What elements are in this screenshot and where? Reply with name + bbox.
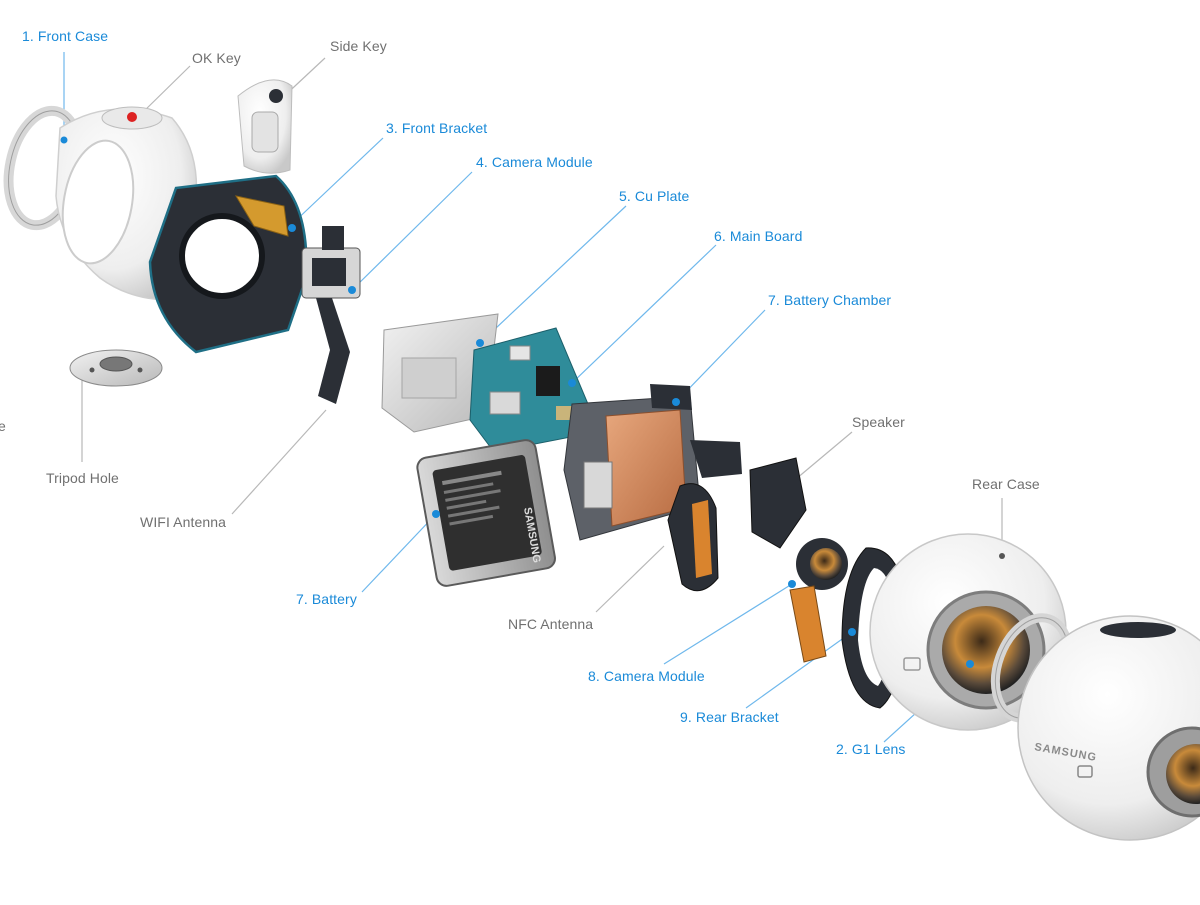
label-battery-chamber: 7. Battery Chamber	[768, 292, 892, 308]
assembled-camera: SAMSUNG	[1017, 615, 1200, 841]
g1-lens-marker	[966, 660, 974, 668]
camera-module-front-part	[301, 226, 361, 404]
camera-module-rear-part	[788, 538, 848, 663]
nfc-logo-icon	[1077, 765, 1093, 778]
battery-chamber-part	[563, 384, 701, 541]
label-tripod-hole: Tripod Hole	[46, 470, 119, 486]
label-cu-plate: 5. Cu Plate	[619, 188, 690, 204]
label-battery: 7. Battery	[296, 591, 357, 607]
front-bracket-part	[148, 174, 308, 354]
main-board-marker	[568, 379, 576, 387]
label-speaker: Speaker	[852, 414, 905, 430]
rear-bracket-marker	[848, 628, 856, 636]
leader-wifi-antenna	[231, 409, 327, 515]
label-side-key: Side Key	[330, 38, 387, 54]
leader-front-bracket	[289, 137, 384, 227]
cu-plate-marker	[476, 339, 484, 347]
label-front-bracket: 3. Front Bracket	[386, 120, 488, 136]
label-ok-key: OK Key	[192, 50, 241, 66]
speaker-part	[749, 457, 807, 549]
leader-cu-plate	[479, 205, 627, 344]
tripod-hole-part	[69, 349, 163, 387]
leader-battery-chamber	[675, 309, 766, 403]
front-bracket-marker	[288, 224, 296, 232]
label-left-edge-fragment: e	[0, 418, 6, 434]
side-key-part	[237, 79, 293, 174]
nfc-antenna-part	[667, 440, 742, 592]
battery-marker	[432, 510, 440, 518]
label-main-board: 6. Main Board	[714, 228, 803, 244]
battery-chamber-marker	[672, 398, 680, 406]
rear-case-part	[869, 533, 1067, 731]
leader-main-board	[571, 244, 717, 384]
main-board-part	[469, 327, 589, 453]
label-g1-lens: 2. G1 Lens	[836, 741, 906, 757]
leader-camera-module-rear	[663, 583, 793, 665]
ok-key-led	[127, 112, 137, 122]
leader-nfc-antenna	[595, 545, 665, 613]
leader-rear-bracket	[745, 631, 853, 709]
camera-module-rear-marker	[788, 580, 796, 588]
battery-part: SAMSUNG	[416, 439, 556, 587]
leader-battery	[361, 513, 437, 593]
cu-plate-part	[381, 313, 499, 433]
nfc-logo-icon	[903, 657, 921, 671]
label-camera-module-rear: 8. Camera Module	[588, 668, 705, 684]
leader-speaker	[789, 431, 853, 485]
camera-module-front-marker	[348, 286, 356, 294]
leader-camera-module-front	[351, 171, 473, 291]
label-camera-module-front: 4. Camera Module	[476, 154, 593, 170]
label-wifi-antenna: WIFI Antenna	[140, 514, 227, 530]
front-case-marker	[60, 136, 68, 144]
label-rear-bracket: 9. Rear Bracket	[680, 709, 779, 725]
label-nfc-antenna: NFC Antenna	[508, 616, 594, 632]
label-front-case: 1. Front Case	[22, 28, 109, 44]
label-rear-case: Rear Case	[972, 476, 1040, 492]
leader-ok-key	[139, 65, 191, 116]
